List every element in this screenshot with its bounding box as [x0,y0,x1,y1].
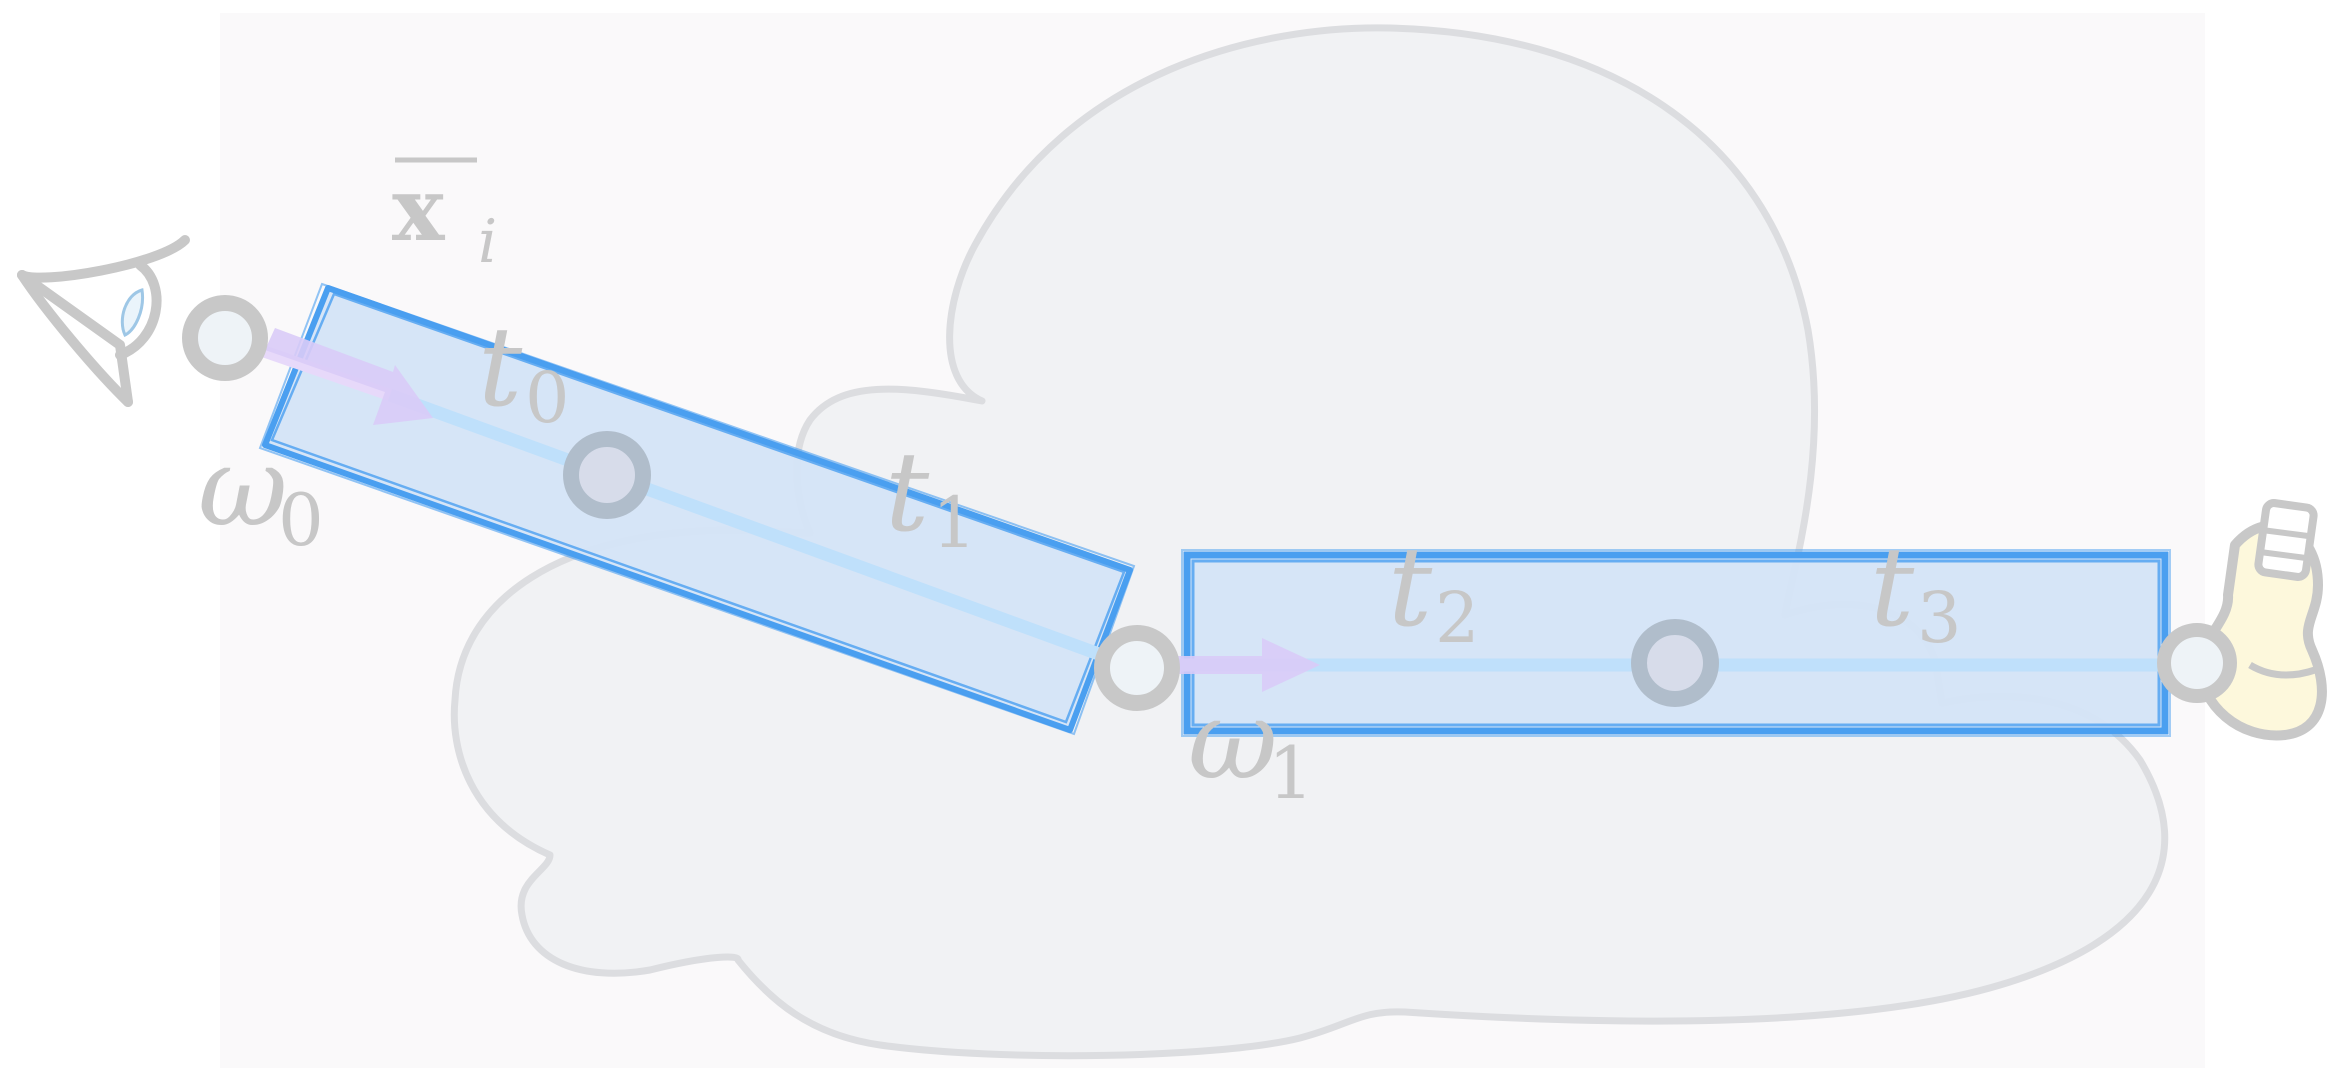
svg-text:1: 1 [932,482,977,564]
svg-text:t: t [1870,523,1915,651]
sample-point-1 [1639,627,1711,699]
vertex-scatter [1102,633,1172,703]
svg-text:t: t [1388,523,1433,651]
svg-text:i: i [478,207,497,277]
svg-text:x: x [392,157,446,261]
vertex-light [2164,630,2230,696]
svg-text:1: 1 [1268,731,1314,815]
svg-text:3: 3 [1917,577,1962,659]
svg-text:2: 2 [1435,577,1480,659]
svg-text:t: t [478,303,523,431]
svg-text:ω: ω [1188,676,1278,804]
svg-text:t: t [885,428,930,556]
svg-text:0: 0 [278,478,324,562]
svg-text:ω: ω [198,423,288,551]
light-bulb-icon [2200,502,2322,735]
svg-text:0: 0 [525,357,570,439]
vertex-camera [190,303,260,373]
sample-point-0 [571,439,643,511]
eye-icon [22,240,185,402]
